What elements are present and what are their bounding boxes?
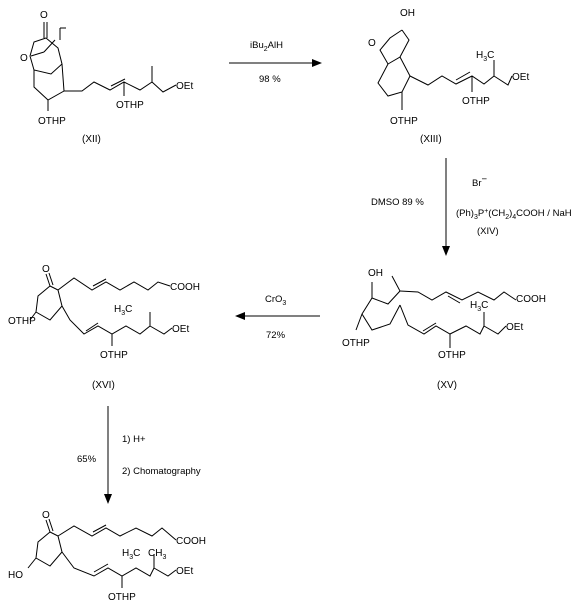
xvi-othp: OTHP (8, 316, 36, 327)
xiii-ring-o: O (368, 38, 376, 49)
arrow-step-4: 65% 1) H+ 2) Chomatography (77, 406, 201, 504)
xii-side-othp: OTHP (116, 100, 144, 111)
compound-product: O COOH H3C CH3 HO OTHP OEt (8, 510, 206, 603)
product-oet: OEt (176, 566, 193, 577)
arrow-step-2: DMSO 89 % Br− (Ph)3P+(CH2)4COOH / NaH (X… (371, 158, 572, 256)
product-side-othp: OTHP (108, 592, 136, 603)
xiii-side-othp: OTHP (462, 96, 490, 107)
step4-yield: 65% (77, 454, 97, 465)
xvi-ketone-o: O (42, 264, 50, 275)
compound-xiii: OH O H3C OTHP OTHP OEt (XIII) (368, 8, 529, 145)
xii-caption: (XII) (82, 134, 101, 145)
product-ketone-o: O (42, 510, 50, 521)
arrow-step-3: CrO3 72% (235, 294, 320, 341)
xvi-acid: COOH (170, 282, 200, 293)
step2-br: Br− (472, 174, 488, 189)
xiii-oet: OEt (512, 72, 529, 83)
step2-wittig: (Ph)3P+(CH2)4COOH / NaH (456, 208, 572, 221)
step3-yield: 72% (266, 330, 286, 341)
step1-reagent: iBu2AlH (250, 40, 283, 53)
product-ho: HO (8, 570, 23, 581)
xv-oh: OH (368, 268, 383, 279)
compound-xii: O O OTHP OTHP OEt (XII) (20, 10, 193, 145)
product-acid: COOH (176, 536, 206, 547)
xvi-h3c: H3C (114, 304, 132, 317)
product-ch3: CH3 (148, 548, 166, 561)
xiii-caption: (XIII) (420, 134, 442, 145)
step3-reagent: CrO3 (265, 294, 286, 307)
step1-yield: 98 % (259, 74, 281, 85)
xv-othp: OTHP (342, 338, 370, 349)
xiii-othp: OTHP (390, 116, 418, 127)
step2-reagent-label: (XIV) (477, 226, 499, 237)
step4-line1: 1) H+ (122, 434, 146, 445)
xvi-oet: OEt (172, 324, 189, 335)
xii-ring-o: O (20, 53, 28, 64)
xv-caption: (XV) (437, 380, 457, 391)
product-h3c: H3C (122, 548, 140, 561)
xii-othp: OTHP (38, 116, 66, 127)
xiii-oh: OH (400, 8, 415, 19)
xv-h3c: H3C (470, 300, 488, 313)
xvi-side-othp: OTHP (100, 350, 128, 361)
xv-acid: COOH (516, 294, 546, 305)
xvi-caption: (XVI) (92, 380, 115, 391)
xii-carbonyl-o: O (40, 10, 48, 21)
step2-reagent-left: DMSO 89 % (371, 197, 424, 208)
compound-xvi: O COOH H3C OTHP OTHP OEt (XVI) (8, 264, 200, 391)
compound-xv: OH COOH H3C OTHP OTHP OEt (XV) (342, 268, 546, 391)
xv-oet: OEt (506, 322, 523, 333)
xii-oet: OEt (176, 81, 193, 92)
xiii-h3c: H3C (476, 50, 494, 63)
xv-side-othp: OTHP (438, 350, 466, 361)
arrow-step-1: iBu2AlH 98 % (229, 40, 322, 85)
step4-line2: 2) Chomatography (122, 466, 201, 477)
